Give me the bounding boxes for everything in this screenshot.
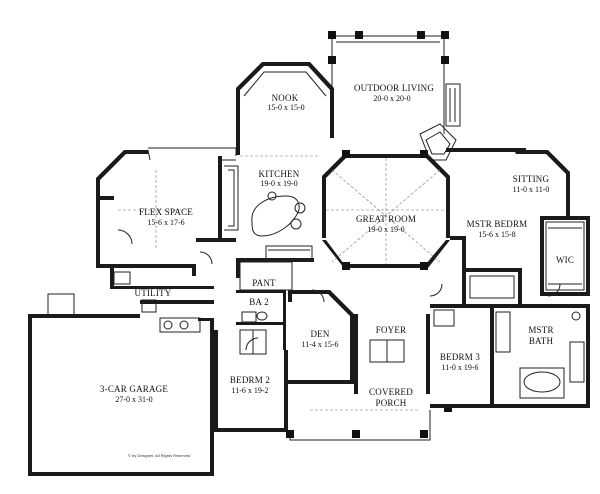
garage-dim: 27-0 x 31-0 [115, 395, 153, 404]
outdoor-living-area [328, 31, 461, 134]
foyer-label: FOYER [375, 325, 407, 335]
mstr-bath-label: MSTR [528, 325, 554, 335]
bedrm2-label: BEDRM 2 [229, 375, 271, 385]
kitchen-dim: 19-0 x 19-0 [260, 179, 298, 188]
kitchen-label: KITCHEN [258, 169, 300, 179]
nook-label: NOOK [271, 93, 299, 103]
den-label: DEN [310, 329, 330, 339]
great-room-dim: 19-0 x 19-0 [367, 225, 405, 234]
mstr-bedrm-label: MSTR BEDRM [466, 219, 528, 229]
covered-porch-label: COVERED [369, 387, 413, 397]
exterior-walls [28, 123, 590, 476]
bedrm2-dim: 11-6 x 19-2 [231, 386, 269, 395]
wic-label: WIC [555, 255, 575, 265]
flex-space-label: FLEX SPACE [139, 207, 193, 217]
bedrm3-dim: 11-0 x 19-6 [441, 363, 479, 372]
utility-label: UTILITY [134, 288, 172, 298]
copyright-note: © by Designer. All Rights Reserved [128, 453, 191, 458]
outdoor-living-label: OUTDOOR LIVING [353, 83, 435, 93]
nook-dim: 15-0 x 15-0 [267, 103, 305, 112]
sitting-dim: 11-0 x 11-0 [512, 185, 550, 194]
nook-area [236, 62, 334, 155]
sitting-label: SITTING [512, 174, 550, 184]
ba2-label: BA 2 [249, 297, 269, 307]
great-room-label: GREAT ROOM [355, 214, 417, 224]
outdoor-living-dim: 20-0 x 20-0 [373, 94, 411, 103]
den-dim: 11-4 x 15-6 [301, 340, 339, 349]
pant-label: PANT [252, 278, 276, 288]
mstr-bedrm-dim: 15-6 x 15-8 [478, 230, 516, 239]
covered-porch-label-2: PORCH [375, 398, 407, 408]
mstr-bath-label-2: BATH [528, 336, 554, 346]
garage-label: 3-CAR GARAGE [99, 384, 169, 394]
bedrm3-label: BEDRM 3 [439, 352, 481, 362]
flex-space-dim: 15-6 x 17-6 [147, 218, 185, 227]
